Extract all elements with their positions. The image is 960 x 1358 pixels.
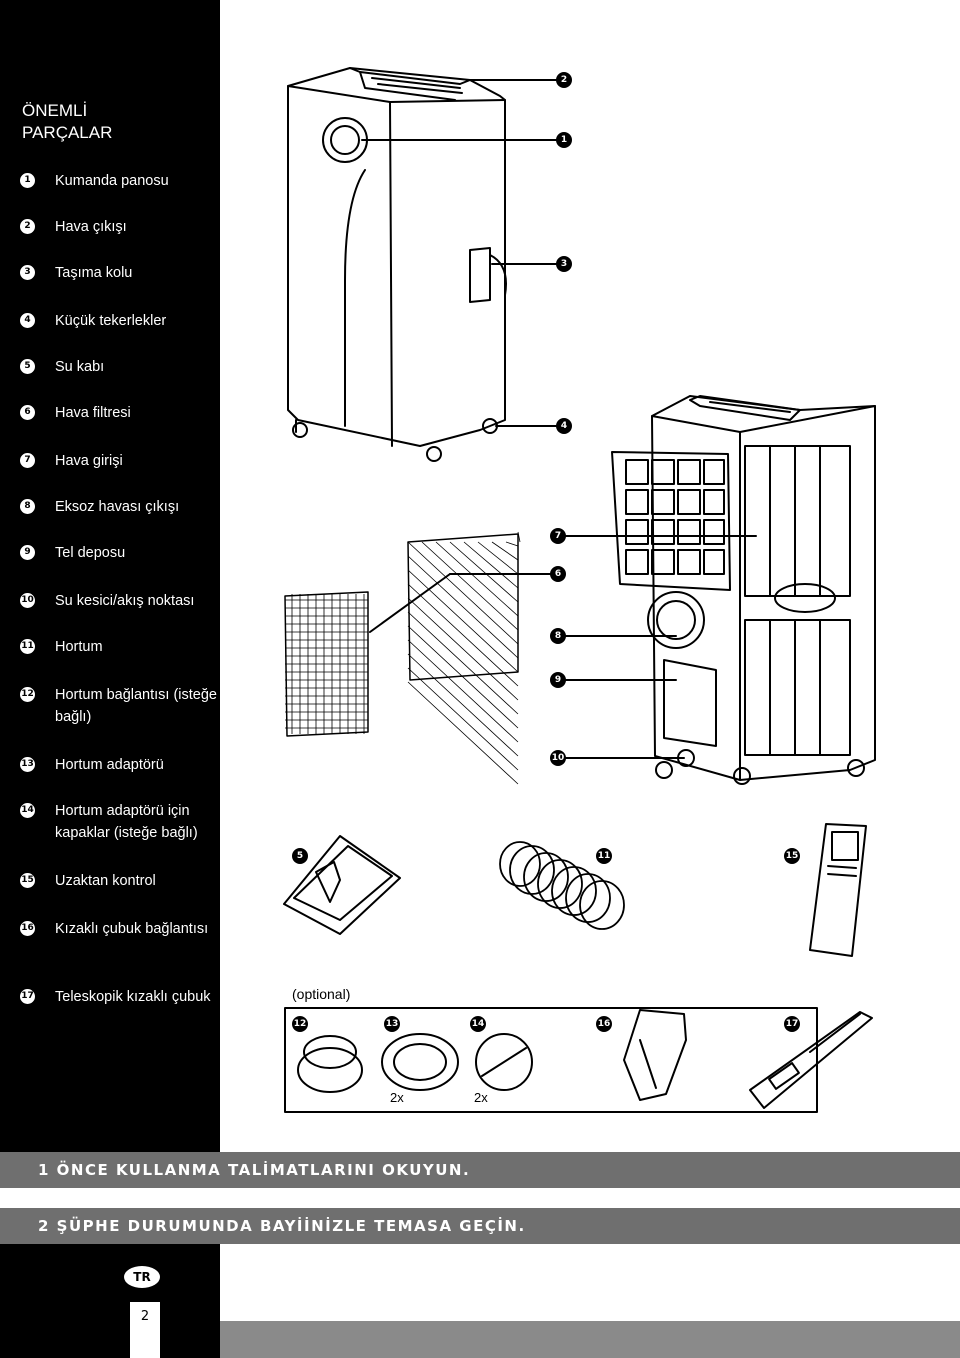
accessory-13 [381,1033,459,1091]
callout-4: 4 [556,418,572,434]
quantity-14: 2x [474,1090,488,1105]
part-label: Hortum adaptörü [55,757,164,773]
part-label: Hava çıkışı [55,219,127,235]
part-number-badge: 15 [20,873,35,888]
part-number-badge: 3 [20,265,35,280]
part-number-badge: 1 [20,173,35,188]
parts-sidebar: ÖNEMLİ PARÇALAR 1 Kumanda panosu 2 Hava çık… [0,0,220,1152]
part-number-badge: 12 [20,687,35,702]
accessory-12 [297,1035,363,1093]
part-label: Kızaklı çubuk bağlantısı [55,921,209,937]
callout-9: 9 [550,672,566,688]
part-label: Teleskopik kızaklı çubuk [55,989,211,1005]
rear-view-unit [647,395,876,785]
part-number-badge: 2 [20,219,35,234]
product-illustration [283,67,876,1113]
part-number-badge: 7 [20,453,35,468]
part-label: Hortum bağlantısı (isteğe bağlı) [55,687,217,725]
callout-16: 16 [596,1016,612,1032]
mesh-filters [284,533,519,737]
part-number-badge: 17 [20,989,35,1004]
callout-6: 6 [550,566,566,582]
part-number-badge: 5 [20,359,35,374]
callout-12: 12 [292,1016,308,1032]
hose [499,841,625,930]
language-badge: TR [124,1266,160,1288]
page-number: 2 [130,1302,160,1358]
open-filter-panel [611,451,731,591]
part-label: Su kesici/akış noktası [55,593,195,609]
quantity-13: 2x [390,1090,404,1105]
instruction-band-2: 2 ŞÜPHE DURUMUNDA BAYİİNİZLE TEMASA GEÇİ… [0,1208,960,1244]
water-tray [283,835,401,935]
callout-8: 8 [550,628,566,644]
callout-17: 17 [784,1016,800,1032]
part-label: Tel deposu [55,545,126,561]
part-label: Taşıma kolu [55,265,133,281]
part-number-badge: 4 [20,313,35,328]
optional-accessories-box [284,1007,818,1113]
accessory-16 [623,1009,687,1101]
part-number-badge: 16 [20,921,35,936]
instruction-band-1: 1 ÖNCE KULLANMA TALİMATLARINI OKUYUN. [0,1152,960,1188]
part-number-badge: 10 [20,593,35,608]
part-number-badge: 14 [20,803,35,818]
footer-black-block [0,1244,220,1358]
part-number-badge: 9 [20,545,35,560]
callout-10: 10 [550,750,566,766]
callout-15: 15 [784,848,800,864]
part-label: Hortum [55,639,103,655]
part-label: Su kabı [55,359,105,375]
callout-1: 1 [556,132,572,148]
callout-2: 2 [556,72,572,88]
sidebar-title-line2: PARÇALAR [22,123,113,142]
optional-label: (optional) [292,986,351,1002]
part-label: Kumanda panosu [55,173,169,189]
accessory-14 [475,1033,533,1091]
part-number-badge: 11 [20,639,35,654]
part-number-badge: 6 [20,405,35,420]
sidebar-title-line1: ÖNEMLİ [22,101,88,120]
filter-mesh-fill [285,531,521,785]
callout-14: 14 [470,1016,486,1032]
callout-5: 5 [292,848,308,864]
callout-7: 7 [550,528,566,544]
callout-13: 13 [384,1016,400,1032]
front-view-unit [287,67,507,462]
part-label: Küçük tekerlekler [55,313,167,329]
part-number-badge: 13 [20,757,35,772]
part-label: Hortum adaptörü için kapaklar (isteğe ba… [55,803,198,841]
callout-3: 3 [556,256,572,272]
remote-control [809,823,867,957]
part-number-badge: 8 [20,499,35,514]
part-label: Hava girişi [55,453,123,469]
accessory-17 [749,1011,873,1109]
callout-11: 11 [596,848,612,864]
part-label: Eksoz havası çıkışı [55,499,180,515]
footer-gray-bar [220,1321,960,1358]
part-label: Uzaktan kontrol [55,873,156,889]
sidebar-title: ÖNEMLİ PARÇALAR [22,100,112,144]
part-label: Hava filtresi [55,405,131,421]
